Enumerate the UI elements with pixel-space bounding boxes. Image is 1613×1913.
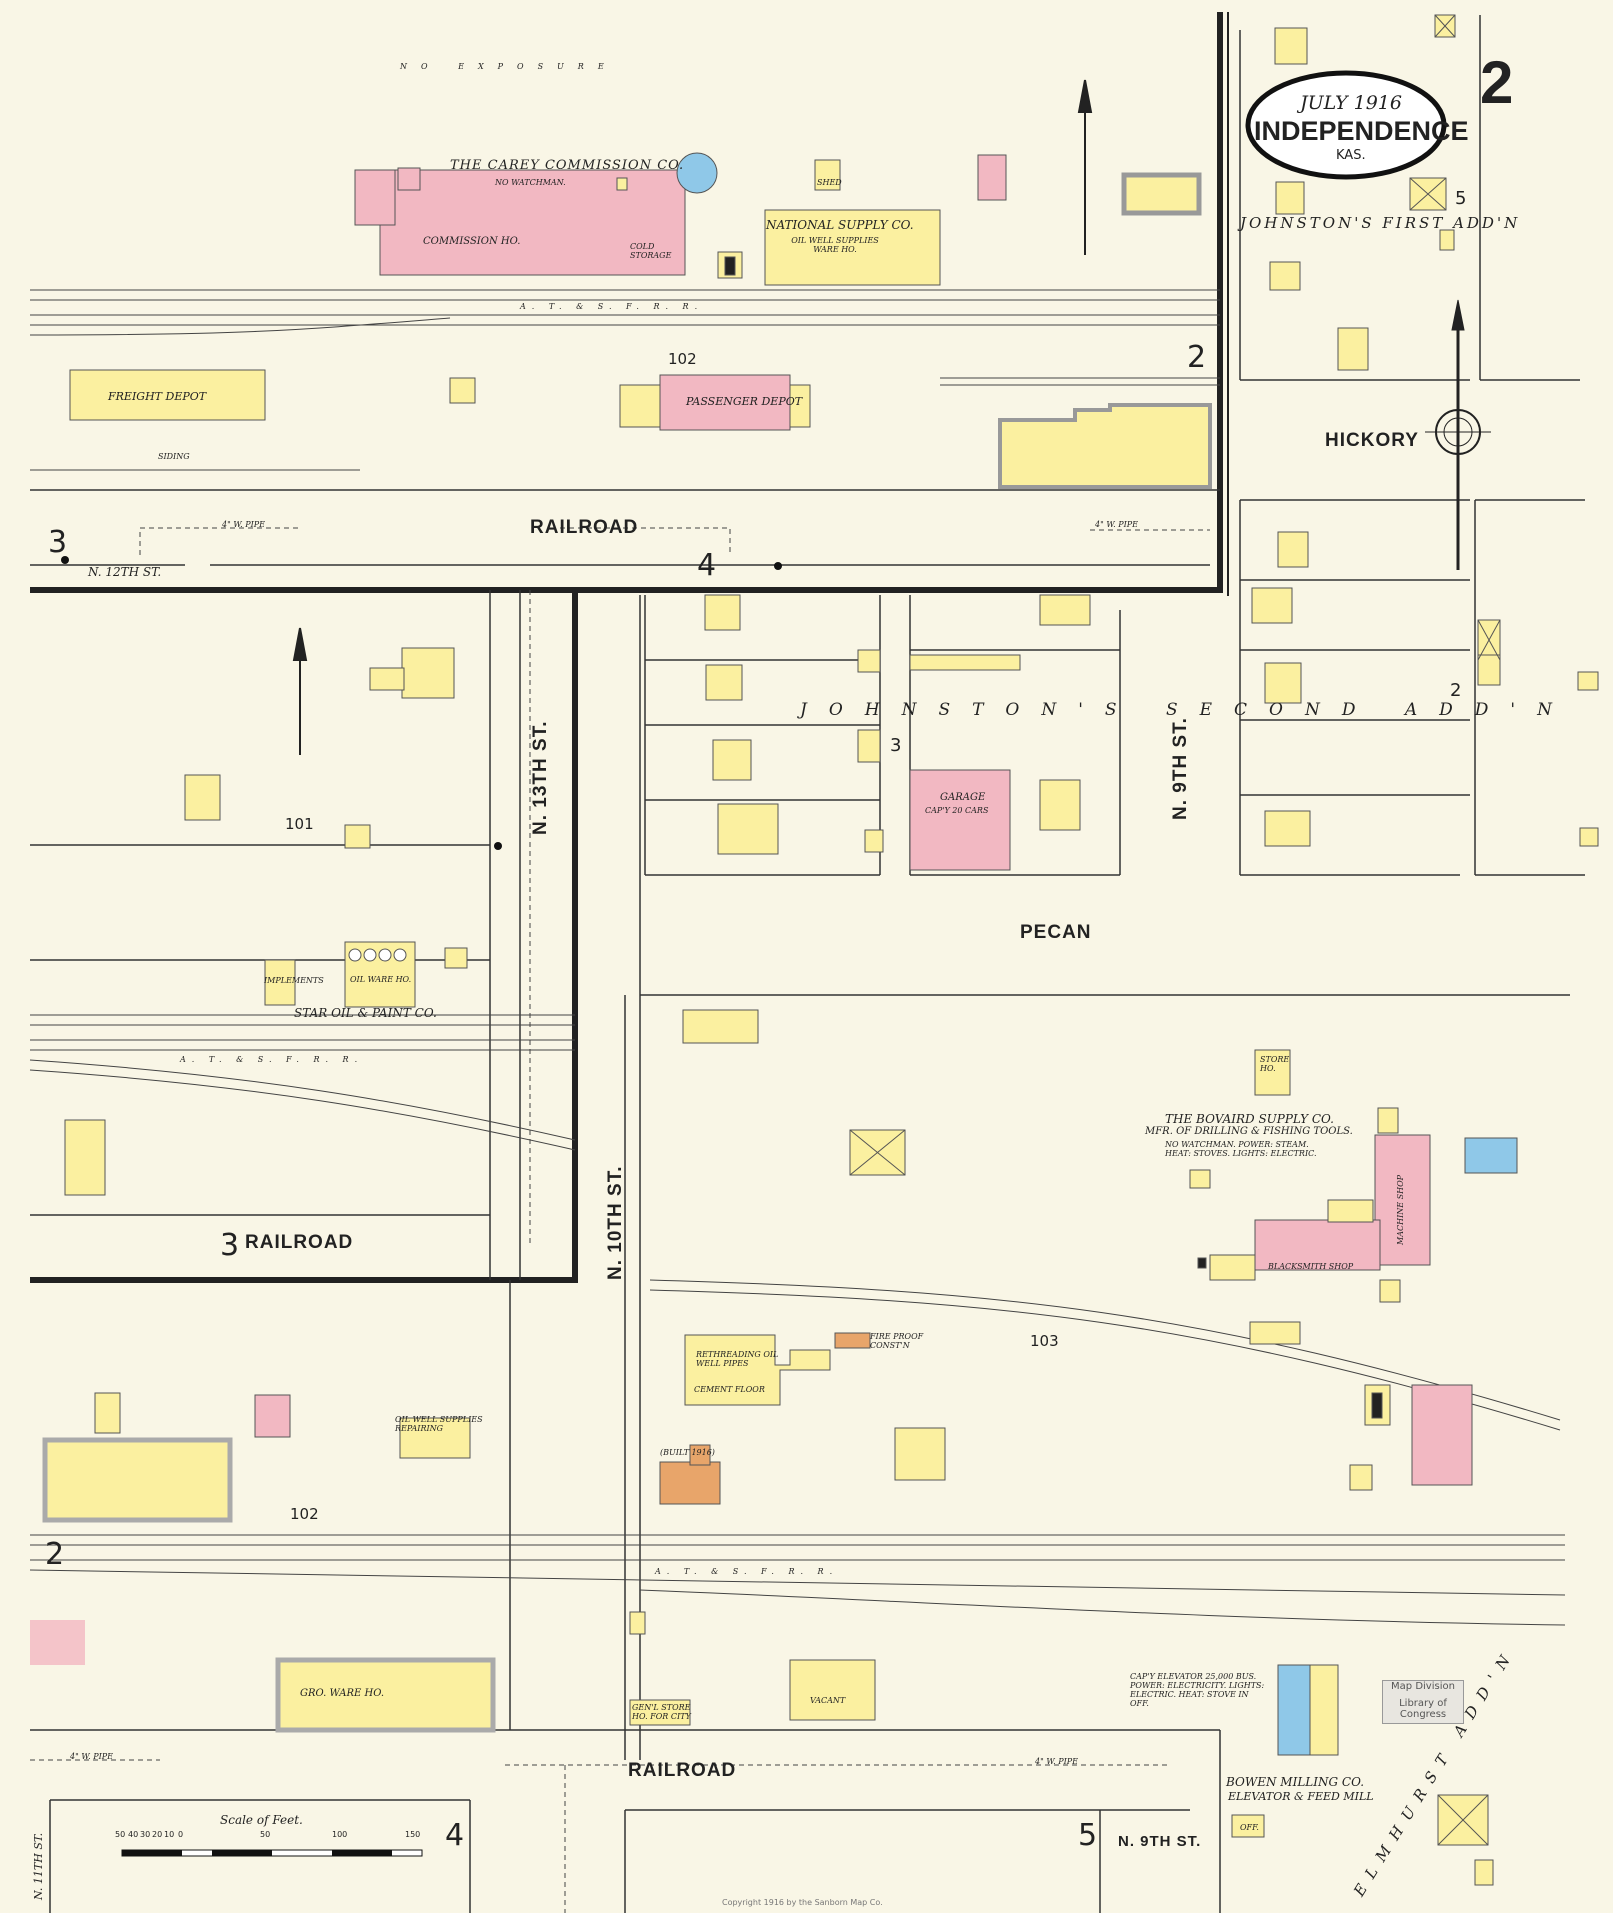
- scale-tick: 100: [332, 1830, 348, 1839]
- label-bowen: BOWEN MILLING CO.: [1226, 1775, 1365, 1789]
- street-pecan: PECAN: [1020, 922, 1092, 943]
- label-water-pipe-left: 4" W. PIPE: [222, 520, 265, 529]
- label-built-1916: (BUILT 1916): [660, 1448, 715, 1457]
- map-state: KAS.: [1336, 148, 1366, 163]
- fire-hydrants: [61, 556, 782, 850]
- sheet-ref-4-bottom: 4: [445, 1818, 465, 1853]
- street-railroad-top: RAILROAD: [530, 517, 639, 538]
- street-railroad-mid: RAILROAD: [245, 1232, 354, 1253]
- label-siding: SIDING: [158, 452, 190, 461]
- label-water-pipe-bottom-right: 4" W. PIPE: [1035, 1757, 1078, 1766]
- label-carey-commission: THE CAREY COMMISSION CO.: [450, 158, 685, 173]
- stamp-line-2: Library of Congress: [1399, 1698, 1447, 1720]
- label-oil-supplies-repairing: OIL WELL SUPPLIES REPAIRING: [395, 1415, 483, 1433]
- section-borders: [30, 12, 1229, 1283]
- label-garage: GARAGE: [940, 792, 986, 803]
- sheet-ref-3-rail: 3: [220, 1228, 240, 1263]
- scale-tick: 50: [115, 1830, 126, 1839]
- scale-tick: 50: [260, 1830, 271, 1839]
- label-freight-depot: FREIGHT DEPOT: [108, 390, 207, 403]
- label-off: OFF.: [1240, 1823, 1259, 1832]
- label-bowen-note: CAP'Y ELEVATOR 25,000 BUS. POWER: ELECTR…: [1130, 1672, 1265, 1708]
- sheet-number: 2: [1480, 49, 1514, 116]
- sheet-ref-3-center: 3: [890, 735, 902, 756]
- library-stamp: Map Division Library of Congress: [1382, 1680, 1464, 1724]
- north-arrows: [292, 79, 1093, 755]
- water-pipes: [30, 527, 1210, 1913]
- block-103: 103: [1030, 1332, 1059, 1350]
- label-boviard-note: NO WATCHMAN. POWER: STEAM. HEAT: STOVES.…: [1165, 1140, 1317, 1158]
- label-passenger-depot: PASSENGER DEPOT: [686, 395, 803, 408]
- label-boviard-sub: MFR. OF DRILLING & FISHING TOOLS.: [1145, 1126, 1353, 1137]
- label-atsf-bottom: A. T. & S. F. R. R.: [655, 1567, 839, 1576]
- label-blacksmith: BLACKSMITH SHOP: [1268, 1262, 1354, 1271]
- street-n12th: N. 12TH ST.: [88, 565, 162, 579]
- label-bowen-sub: ELEVATOR & FEED MILL: [1228, 1790, 1374, 1803]
- label-water-pipe-bottom: 4" W. PIPE: [70, 1752, 113, 1761]
- scale-label: Scale of Feet.: [220, 1813, 303, 1827]
- label-shed: SHED: [817, 178, 842, 187]
- oil-tanks: [348, 948, 407, 962]
- scale-tick: 20: [152, 1830, 163, 1839]
- street-railroad-bottom: RAILROAD: [628, 1760, 737, 1781]
- label-implements: IMPLEMENTS: [264, 976, 324, 985]
- label-oil-well-supplies: OIL WELL SUPPLIES WARE HO.: [791, 236, 879, 254]
- sheet-ref-2-top: 2: [1187, 340, 1207, 375]
- street-n11th: N. 11TH ST.: [32, 1832, 45, 1900]
- street-n9th-bottom: N. 9TH ST.: [1118, 1833, 1202, 1850]
- label-rethreading: RETHREADING OIL WELL PIPES: [696, 1350, 779, 1368]
- label-commission-ho: COMMISSION HO.: [423, 236, 521, 247]
- scale-tick: 40: [128, 1830, 139, 1839]
- sheet-ref-4-mid: 4: [697, 548, 717, 583]
- label-garage-note: CAP'Y 20 CARS: [925, 806, 989, 815]
- label-national-supply: NATIONAL SUPPLY CO.: [766, 218, 914, 232]
- compass-rose: [1425, 299, 1491, 570]
- copyright: Copyright 1916 by the Sanborn Map Co.: [722, 1898, 883, 1907]
- label-fire-proof: FIRE PROOF CONST'N: [870, 1332, 924, 1350]
- sheet-ref-5-bottom: 5: [1078, 1818, 1098, 1853]
- scale-ticks: 50 40 30 20 10 0 50 100 150: [115, 1830, 435, 1842]
- crossed-sheds: [849, 14, 1501, 1846]
- label-vacant: VACANT: [810, 1696, 846, 1705]
- label-atsf-mid: A. T. & S. F. R. R.: [180, 1055, 364, 1064]
- scale-tick: 0: [178, 1830, 184, 1839]
- sheet-ref-2-left: 2: [45, 1537, 65, 1572]
- label-cold-storage: COLD STORAGE: [630, 242, 672, 260]
- block-101: 101: [285, 815, 314, 833]
- scale-tick: 30: [140, 1830, 151, 1839]
- scale-tick: 150: [405, 1830, 421, 1839]
- street-n13th: N. 13TH ST.: [530, 720, 551, 835]
- label-atsf-top: A. T. & S. F. R. R.: [520, 302, 704, 311]
- label-gen-store: GEN'L STORE HO. FOR CITY: [632, 1703, 691, 1721]
- label-boviard: THE BOVAIRD SUPPLY CO.: [1165, 1112, 1334, 1126]
- label-no-exposure: NO EXPOSURE: [400, 62, 618, 71]
- label-store-ho: STORE HO.: [1260, 1055, 1290, 1073]
- title-oval: [1245, 70, 1447, 180]
- scale-tick: 10: [164, 1830, 175, 1839]
- map-title: INDEPENDENCE: [1254, 116, 1469, 146]
- street-hickory: HICKORY: [1325, 430, 1419, 451]
- street-n9th: N. 9TH ST.: [1170, 717, 1191, 820]
- label-water-pipe-right: 4" W. PIPE: [1095, 520, 1138, 529]
- block-102-top: 102: [668, 350, 697, 368]
- label-johnstons-second: JOHNSTON'S SECOND ADD'N: [800, 700, 1574, 720]
- label-star-oil: STAR OIL & PAINT CO.: [294, 1006, 437, 1020]
- block-102-bottom: 102: [290, 1505, 319, 1523]
- buildings: [30, 14, 1599, 1886]
- label-cement-floor: CEMENT FLOOR: [694, 1385, 765, 1394]
- scale-bar: [121, 1849, 423, 1857]
- sheet-ref-5-right: 5: [1455, 188, 1467, 209]
- label-carey-note: NO WATCHMAN.: [495, 178, 566, 187]
- label-oil-ware-ho: OIL WARE HO.: [350, 975, 412, 984]
- label-machine-shop: MACHINE SHOP: [1396, 1174, 1405, 1245]
- label-gro-ware-ho: GRO. WARE HO.: [300, 1688, 385, 1699]
- map-date: JULY 1916: [1300, 92, 1402, 114]
- sheet-ref-2-right: 2: [1450, 680, 1462, 701]
- sheet-ref-3-left: 3: [48, 525, 68, 560]
- label-johnstons-first: JOHNSTON'S FIRST ADD'N: [1240, 214, 1521, 232]
- street-n10th: N. 10TH ST.: [605, 1165, 626, 1280]
- stamp-line-1: Map Division: [1391, 1681, 1455, 1692]
